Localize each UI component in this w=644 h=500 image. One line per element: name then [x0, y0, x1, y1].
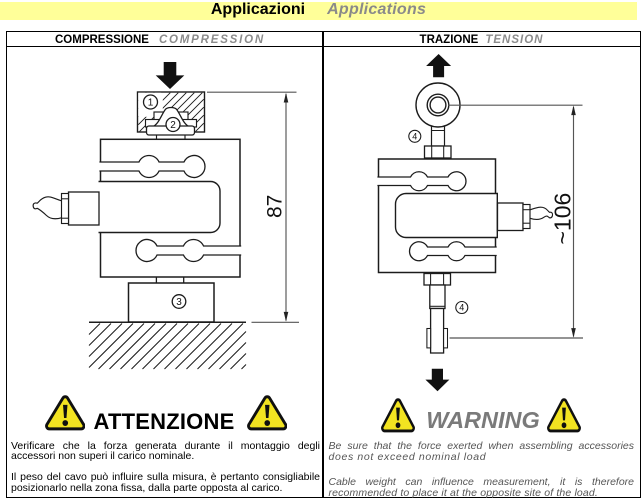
svg-text:87: 87 [264, 195, 287, 218]
svg-text:3: 3 [176, 297, 182, 308]
svg-text:~106: ~106 [550, 193, 576, 245]
svg-text:4: 4 [412, 132, 417, 142]
svg-text:2: 2 [170, 120, 176, 131]
svg-text:4: 4 [459, 303, 464, 313]
svg-text:1: 1 [148, 98, 154, 109]
